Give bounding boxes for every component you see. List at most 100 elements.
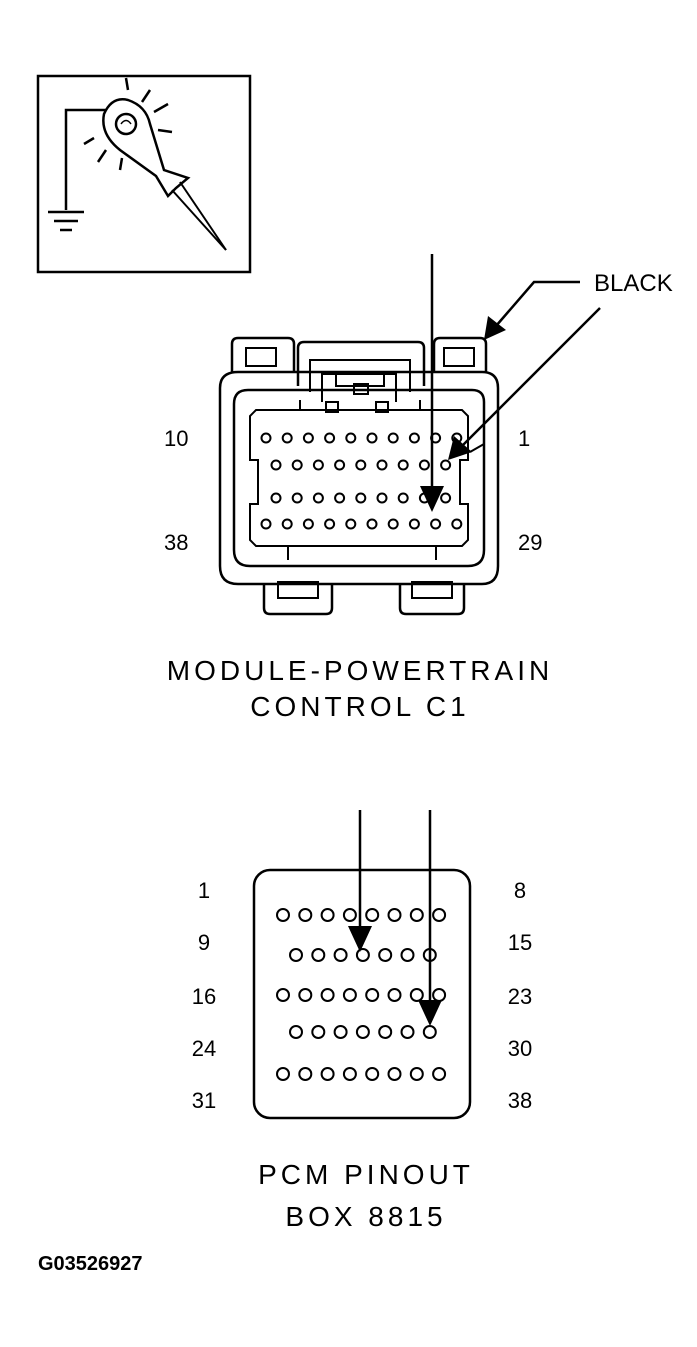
box-probe-arrow-right [418,810,442,1026]
pinout-pin [320,988,335,1002]
connector-pin [397,492,409,504]
pinout-pin [400,948,415,962]
connector-caption-line1: MODULE-POWERTRAIN [167,655,553,686]
pinout-left-label: 1 [198,878,210,903]
pinout-pin [378,948,393,962]
pinout-pin [311,1025,326,1039]
box-probe-arrow-left [348,810,372,952]
pin-label-bottom-right: 29 [518,530,542,555]
pinout-pin [378,1025,393,1039]
connector-pin [334,459,346,471]
wire-color-label: BLACK [594,270,673,297]
connector-pin [302,432,314,444]
connector-pin [366,432,378,444]
pinout-pin [320,1067,335,1081]
pinout-pin [333,1025,348,1039]
pinout-left-labels: 1 9 16 24 31 [192,878,216,1113]
pinout-pin [432,988,447,1002]
pinout-left-label: 31 [192,1088,216,1113]
pinout-left-label: 9 [198,930,210,955]
connector-pin [345,518,357,530]
connector-pin [376,459,388,471]
pinout-pin [422,1025,437,1039]
connector-pin [355,492,367,504]
connector-pin [281,432,293,444]
pinout-pin [409,988,424,1002]
connector-c1: 10 1 38 29 MODULE-POWERTRAIN CONTROL C1 [164,254,601,722]
pinout-pin [387,908,402,922]
connector-pin [366,518,378,530]
pin-label-top-right: 1 [518,426,530,451]
pinout-pin [365,988,380,1002]
connector-pin [324,432,336,444]
pinout-box-pins [276,908,447,1081]
pinout-right-label: 38 [508,1088,532,1113]
pinout-pin [298,988,313,1002]
pinout-pin [365,1067,380,1081]
connector-pin [260,432,272,444]
pinout-pin [365,908,380,922]
test-light-probe-icon [83,77,227,251]
probe-arrow-vertical [420,254,444,512]
pinout-pin [342,908,357,922]
connector-pin [302,518,314,530]
connector-pin [408,432,420,444]
pinout-pin [311,948,326,962]
connector-pin [387,432,399,444]
pinout-pin [333,948,348,962]
pinout-caption-line1: PCM PINOUT [258,1159,474,1190]
connector-pin [291,492,303,504]
pinout-caption-line2: BOX 8815 [285,1201,446,1232]
pinout-pin [355,948,370,962]
pinout-right-label: 8 [514,878,526,903]
connector-pin [312,492,324,504]
pinout-pin [298,908,313,922]
pinout-pin [276,1067,290,1081]
pinout-pin [342,988,357,1002]
pinout-pin [289,948,303,962]
connector-pin [430,518,442,530]
pinout-pin [276,908,290,922]
connector-pin [270,459,282,471]
connector-pin [270,492,282,504]
connector-pin [418,459,430,471]
pinout-pin [432,1067,447,1081]
connector-pin [345,432,357,444]
pinout-left-label: 16 [192,984,216,1009]
ground-symbol-icon [48,108,108,232]
wire-color-callout: BLACK [484,270,673,340]
connector-pin [355,459,367,471]
pinout-pin [400,1025,415,1039]
pinout-pin [342,1067,357,1081]
connector-pin [281,518,293,530]
pinout-left-label: 24 [192,1036,216,1061]
pinout-right-label: 23 [508,984,532,1009]
pinout-pin [320,908,335,922]
connector-pin [451,518,463,530]
test-light-inset [36,74,252,274]
connector-caption-line2: CONTROL C1 [250,691,469,722]
pinout-pin [409,1067,424,1081]
pin-label-bottom-left: 38 [164,530,188,555]
connector-pin [334,492,346,504]
connector-pin [291,459,303,471]
pinout-pin [289,1025,303,1039]
connector-pin [324,518,336,530]
connector-pin [440,492,452,504]
pinout-pin [276,988,290,1002]
probe-arrow-diagonal [448,307,601,460]
pin-label-top-left: 10 [164,426,188,451]
connector-pin [312,459,324,471]
connector-pin [260,518,272,530]
pinout-pin [387,988,402,1002]
connector-pin [376,492,388,504]
pinout-pin [432,908,447,922]
pinout-right-label: 15 [508,930,532,955]
connector-pin [440,459,452,471]
connector-pin [408,518,420,530]
pinout-pin [298,1067,313,1081]
figure-code: G03526927 [38,1253,143,1275]
